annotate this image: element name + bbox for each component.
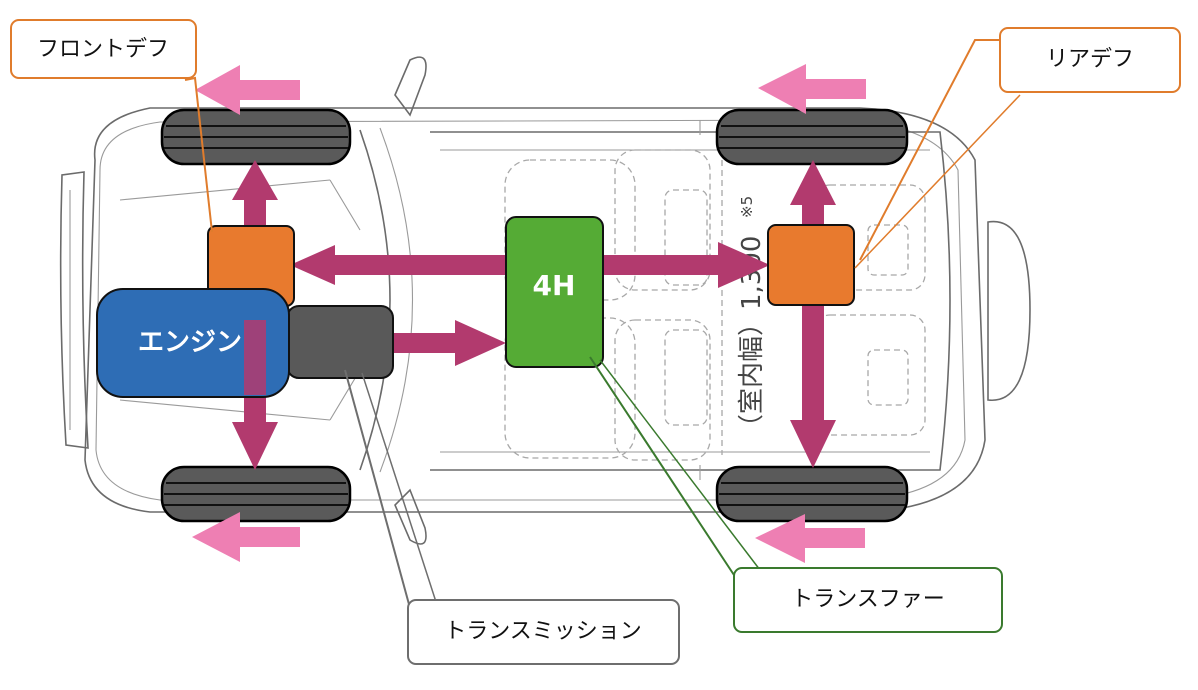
callout-front-diff: フロントデフ: [10, 19, 197, 79]
tire-front-left: [160, 108, 352, 166]
engine-label: エンジン: [138, 328, 242, 358]
engine-output-shaft: [244, 320, 266, 395]
callout-transmission: トランスミッション: [407, 599, 680, 665]
transfer-block: 4H: [505, 216, 604, 368]
transmission-block: [286, 305, 394, 379]
engine-block: エンジン: [96, 288, 290, 398]
transmission-label: トランスミッション: [444, 619, 642, 644]
interior-width-note: ※5: [738, 196, 756, 218]
callout-rear-diff: リアデフ: [999, 27, 1181, 93]
arrow-front-left-icon: [195, 65, 300, 115]
arrow-rear-right-icon: [755, 514, 865, 563]
arrow-front-right-icon: [192, 512, 300, 562]
tire-front-right: [160, 465, 352, 523]
wheel-direction-arrows: [192, 64, 866, 563]
car-outline: [59, 56, 1031, 545]
drive-mode-label: 4H: [533, 269, 576, 302]
tire-rear-right: [715, 465, 909, 523]
front-diff-label: フロントデフ: [37, 37, 169, 62]
rear-diff-label: リアデフ: [1046, 47, 1134, 72]
arrow-rear-left-icon: [758, 64, 866, 114]
rear-differential: [767, 224, 855, 306]
callout-leaders: [184, 39, 1021, 609]
transfer-label: トランスファー: [791, 587, 945, 612]
callout-transfer: トランスファー: [733, 567, 1003, 633]
tire-rear-left: [715, 108, 909, 166]
